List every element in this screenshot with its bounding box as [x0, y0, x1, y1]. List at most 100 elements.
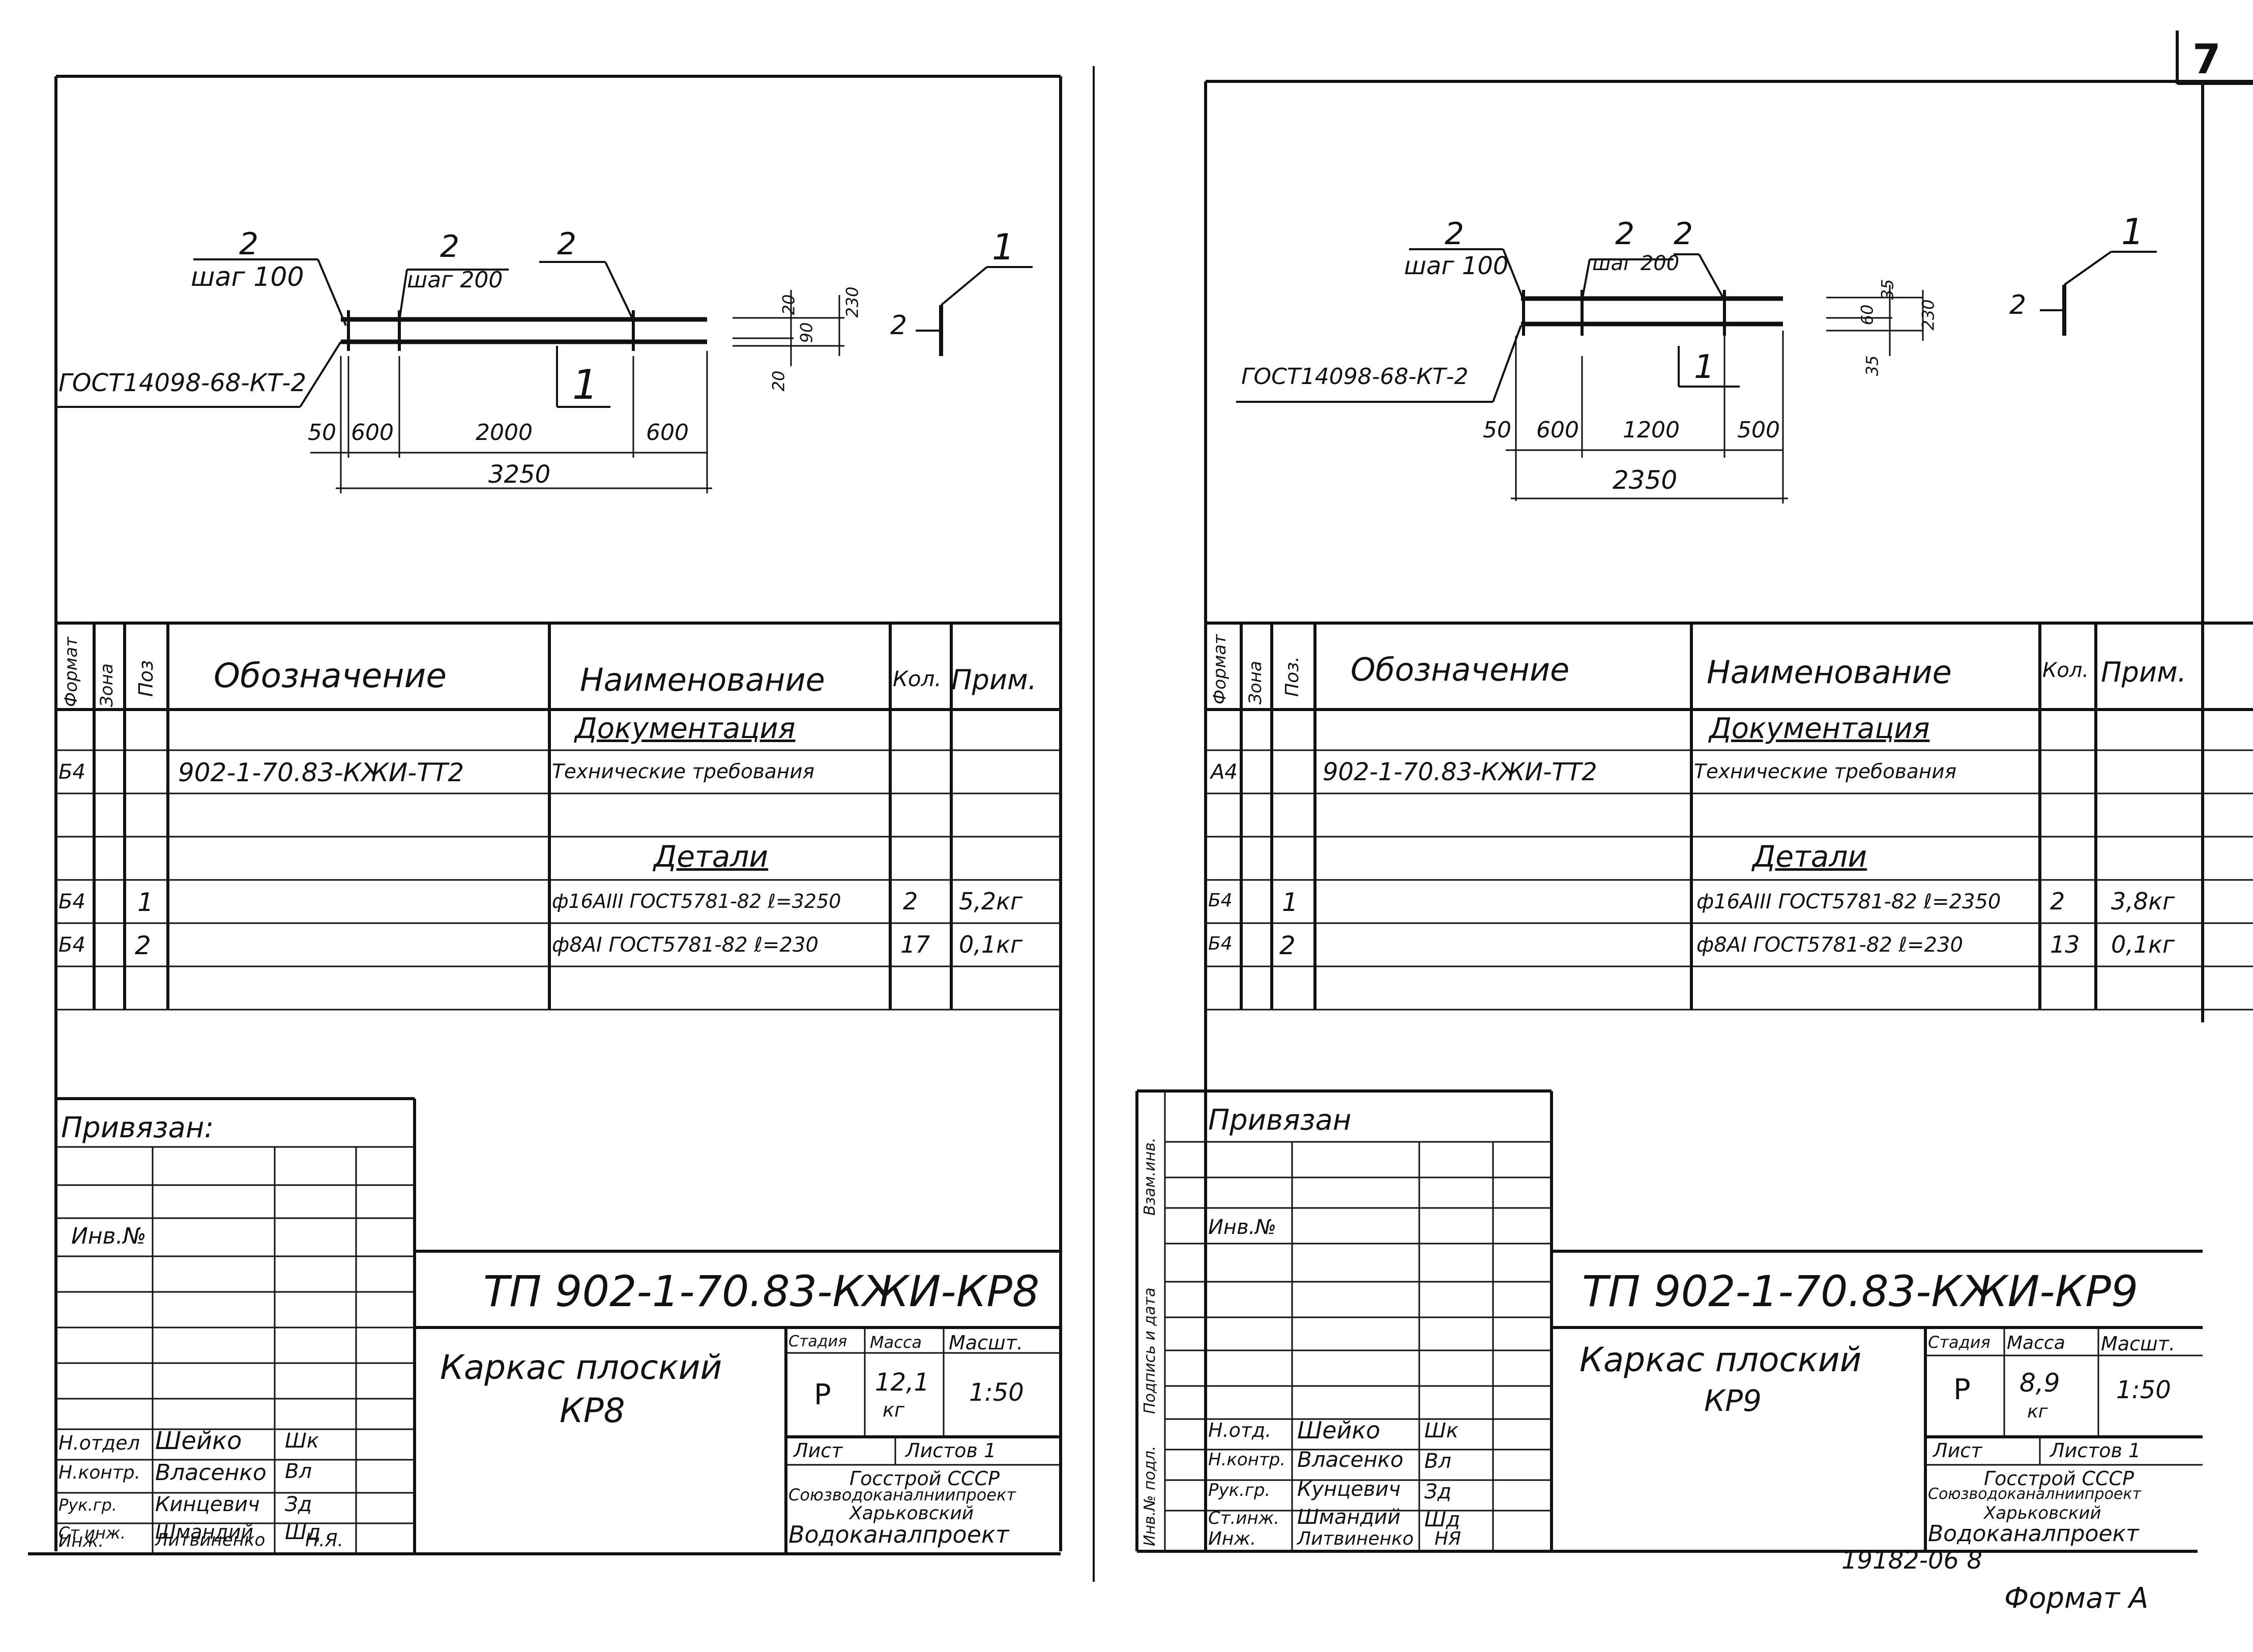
format-label: Формат А — [2004, 1582, 2149, 1615]
stamp-inv-label: Инв.№ — [71, 1223, 147, 1249]
stamp-org-line4: Водоканалпроект — [788, 1521, 1009, 1548]
archive-number: 19182-06 8 — [1841, 1546, 1982, 1575]
stamp-signature: Шд — [1424, 1508, 1460, 1531]
pitch-mid-label: шаг 200 — [1592, 252, 1680, 275]
stamp-sheet-label: Лист — [794, 1439, 843, 1462]
side-pos1-label: 1 — [2121, 211, 2144, 253]
dim-500: 500 — [1737, 417, 1780, 443]
spec-header-pos: Поз. — [1282, 656, 1303, 697]
side-pos2-label: 2 — [2009, 290, 2027, 320]
spec-row-heading-docs: Документация — [575, 712, 796, 745]
spec-header-designation: Обозначение — [1351, 651, 1570, 688]
spec-row-format: Б4 — [58, 890, 85, 913]
dim-50: 50 — [308, 420, 336, 446]
dim-1200: 1200 — [1623, 417, 1680, 443]
stamp-org-line2: Союзводоканалниипроект — [1928, 1485, 2141, 1503]
dim-600-b: 600 — [646, 420, 689, 446]
stamp-stage-label: Стадия — [1928, 1333, 1991, 1352]
section-dim-90: 90 — [797, 322, 816, 343]
stamp-stage-label: Стадия — [788, 1333, 847, 1350]
stamp-scale-label: Масшт. — [2101, 1333, 2175, 1355]
stamp-bound-label: Привязан: — [61, 1111, 214, 1144]
stamp-role: Инж. — [1208, 1528, 1256, 1549]
spec-row-qty: 2 — [903, 888, 918, 915]
section-dim-35-bottom: 35 — [1862, 355, 1882, 376]
section-dim-20-top: 20 — [779, 294, 799, 315]
spec-row-name: Технические требования — [1694, 760, 1957, 783]
spec-row-name: ф16АIII ГОСТ5781-82 ℓ=2350 — [1696, 890, 2001, 913]
gost-label: ГОСТ14098-68-КТ-2 — [58, 369, 307, 397]
stamp-title-line1: Каркас плоский — [1579, 1340, 1862, 1379]
stamp-bound-label: Привязан — [1208, 1104, 1352, 1137]
stamp-mass-unit: кг — [2027, 1401, 2048, 1422]
section-dim-60: 60 — [1857, 304, 1877, 326]
spec-row-name: ф16АIII ГОСТ5781-82 ℓ=3250 — [552, 890, 841, 912]
spec-row-note: 0,1кг — [959, 931, 1023, 958]
stamp-org-line4: Водоканалпроект — [1928, 1521, 2139, 1547]
stamp-title-line1: Каркас плоский — [440, 1348, 722, 1387]
stamp-scale-label: Масшт. — [949, 1332, 1023, 1354]
spec-row-format: А4 — [1211, 760, 1238, 784]
stamp-signature: Шк — [285, 1429, 319, 1453]
stamp-title-line2: КР8 — [560, 1391, 625, 1430]
spec-header-designation: Обозначение — [214, 656, 447, 695]
section-dim-35-top: 35 — [1878, 279, 1897, 300]
spec-header-zone: Зона — [97, 663, 117, 707]
spec-header-name: Наименование — [580, 661, 825, 698]
stamp-signature: Шк — [1424, 1419, 1458, 1442]
stamp-person-name: Шмандий — [1297, 1506, 1401, 1529]
stamp-sheet-label: Лист — [1933, 1439, 1982, 1462]
stamp-role: Ст.инж. — [1208, 1508, 1280, 1528]
side-label-inv-original: Инв.№ подл. — [1141, 1446, 1159, 1546]
stamp-org-line1: Госстрой СССР — [850, 1467, 1000, 1490]
dim-total: 3250 — [488, 460, 551, 489]
dim-total: 2350 — [1613, 465, 1678, 495]
side-label-sign-date: Подпись и дата — [1141, 1287, 1159, 1414]
pos2-right-label: 2 — [557, 226, 577, 262]
stamp-signature: Вл — [285, 1460, 312, 1483]
dim-600: 600 — [1536, 417, 1579, 443]
stamp-doc-code: ТП 902-1-70.83-КЖИ-КР8 — [483, 1266, 1040, 1316]
stamp-doc-code: ТП 902-1-70.83-КЖИ-КР9 — [1582, 1266, 2139, 1316]
stamp-person-name: Шмандий — [155, 1521, 254, 1543]
stamp-person-name: Литвиненко — [1297, 1528, 1414, 1549]
stamp-role: Н.отдел — [58, 1432, 140, 1454]
stamp-scale: 1:50 — [2116, 1376, 2171, 1404]
dim-50: 50 — [1483, 417, 1511, 443]
pos2-left-label: 2 — [1445, 216, 1465, 252]
spec-row-note: 0,1кг — [2111, 931, 2175, 958]
stamp-role: Ст.инж. — [58, 1523, 126, 1543]
gost-label: ГОСТ14098-68-КТ-2 — [1241, 364, 1469, 390]
spec-row-heading-details: Детали — [1752, 839, 1867, 874]
section-dim-230: 230 — [1918, 299, 1938, 331]
pos2-left-label: 2 — [239, 226, 259, 262]
side-label-replace-inv: Взам.инв. — [1141, 1137, 1159, 1216]
stamp-role: Инж. — [58, 1531, 104, 1551]
spec-row-note: 5,2кг — [959, 888, 1023, 915]
stamp-role: Н.контр. — [1208, 1450, 1286, 1470]
stamp-mass-label: Масса — [2007, 1333, 2065, 1353]
page-number: 7 — [2192, 36, 2221, 83]
spec-header-qty: Кол. — [2042, 659, 2089, 682]
stamp-person-name: Власенко — [155, 1460, 267, 1486]
stamp-sheets-label: Листов 1 — [2050, 1439, 2141, 1462]
spec-row-pos: 1 — [1282, 888, 1298, 917]
pos1-label: 1 — [1694, 348, 1715, 386]
stamp-person-name: Кунцевич — [1297, 1478, 1401, 1501]
stamp-role: Н.отд. — [1208, 1419, 1272, 1441]
dim-2000: 2000 — [476, 420, 533, 446]
spec-header-pos: Поз — [135, 660, 157, 697]
spec-row-format: Б4 — [58, 933, 85, 957]
stamp-signature: НЯ — [1435, 1528, 1461, 1549]
spec-row-pos: 1 — [137, 888, 154, 917]
stamp-mass: 8,9 — [2020, 1368, 2060, 1398]
spec-row-qty: 17 — [900, 931, 930, 958]
stamp-person-name: Литвиненко — [155, 1530, 266, 1550]
stamp-org-line1: Госстрой СССР — [1984, 1467, 2134, 1490]
pos2-mid-label: 2 — [440, 229, 460, 264]
stamp-role: Рук.гр. — [1208, 1480, 1271, 1500]
dim-600-a: 600 — [351, 420, 394, 446]
spec-row-format: Б4 — [1208, 933, 1233, 954]
stamp-org-line3: Харьковский — [850, 1503, 974, 1524]
